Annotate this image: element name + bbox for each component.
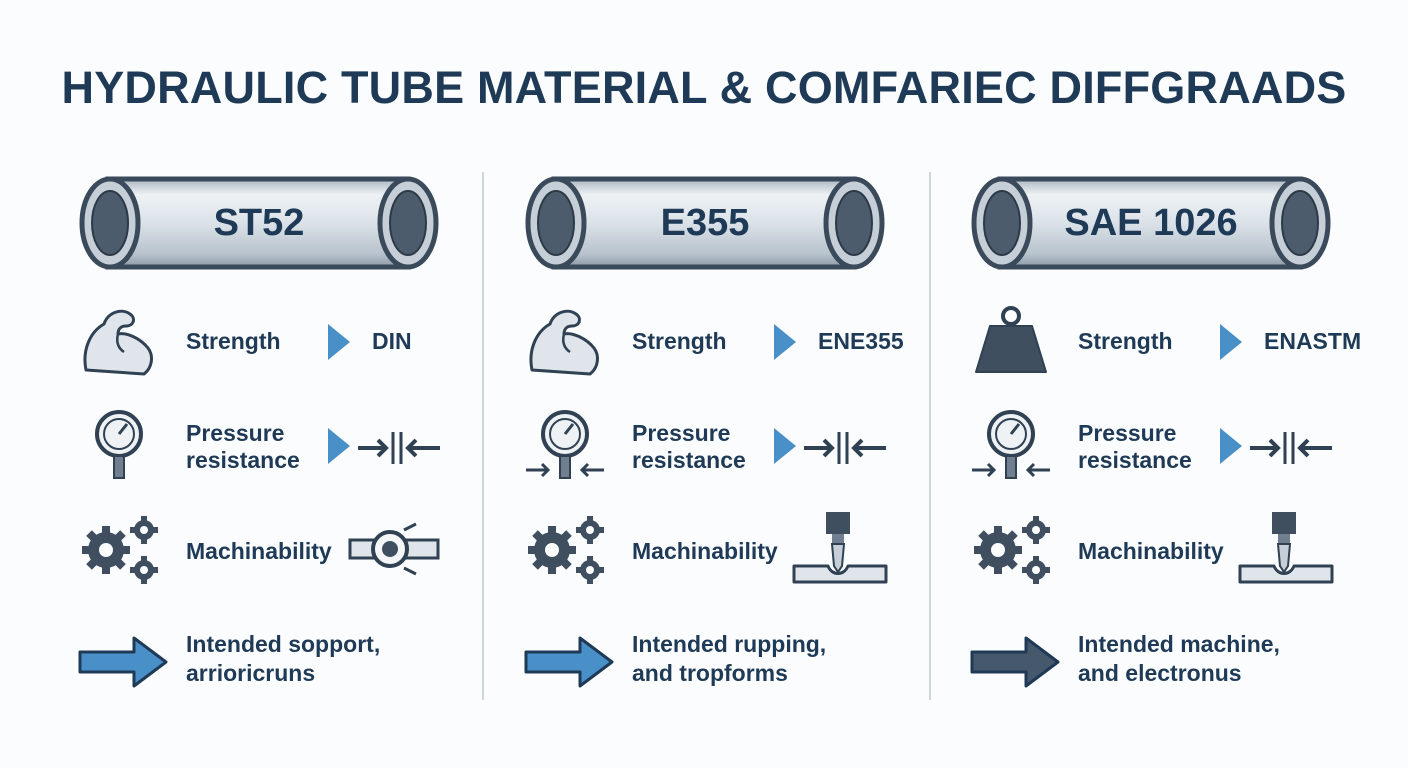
machinability-row: Machinability	[78, 510, 518, 590]
pipe-clamp-icon	[346, 510, 442, 590]
weight-icon	[970, 302, 1052, 382]
pressure-gauge-icon	[526, 410, 604, 479]
drill-bit-icon	[792, 510, 888, 590]
pressure-row: Pressure resistance	[78, 408, 518, 488]
tube-banner: SAE 1026	[970, 176, 1332, 270]
chevron-right-icon	[328, 428, 350, 464]
strength-label: Strength	[1078, 328, 1173, 354]
material-name: SAE 1026	[1064, 201, 1238, 244]
strength-label: Strength	[632, 328, 727, 354]
chevron-right-icon	[1220, 428, 1242, 464]
material-column-1: ST52 Strength DIN Pressure resistance	[78, 0, 518, 768]
strength-label: Strength	[186, 328, 281, 354]
blue-arrow-icon	[78, 634, 170, 690]
strength-row: Strength ENE355	[524, 302, 964, 382]
chevron-right-icon	[1220, 324, 1242, 360]
pressure-row: Pressure resistance	[970, 408, 1408, 488]
strength-row: Strength ENASTM	[970, 302, 1408, 382]
tube-icon	[79, 176, 439, 270]
pressure-label-line1: Pressure	[1078, 420, 1177, 446]
intended-use-line1: Intended rupping,	[632, 631, 827, 657]
intended-use-row: Intended machine, and electronus	[970, 630, 1408, 710]
machinability-row: Machinability	[970, 510, 1408, 590]
compression-arrows-icon	[358, 432, 440, 464]
machinability-label: Machinability	[186, 538, 332, 564]
pressure-label-line2: resistance	[632, 447, 746, 473]
flexed-arm-icon	[524, 302, 606, 382]
pressure-row: Pressure resistance	[524, 408, 964, 488]
intended-use-row: Intended rupping, and tropforms	[524, 630, 964, 710]
tube-icon	[525, 176, 885, 270]
strength-row: Strength DIN	[78, 302, 518, 382]
pressure-gauge-icon	[972, 410, 1050, 479]
machinability-label: Machinability	[632, 538, 778, 564]
machinability-row: Machinability	[524, 510, 964, 590]
chevron-right-icon	[328, 324, 350, 360]
pressure-label-line1: Pressure	[186, 420, 285, 446]
flexed-arm-icon	[78, 302, 160, 382]
blue-arrow-icon	[524, 634, 616, 690]
chevron-right-icon	[774, 324, 796, 360]
column-divider-2	[929, 172, 931, 700]
column-divider-1	[482, 172, 484, 700]
intended-use-line1: Intended sopport,	[186, 631, 381, 657]
pressure-gauge-icon	[95, 410, 143, 479]
dark-arrow-icon	[970, 634, 1062, 690]
tube-banner: ST52	[78, 176, 440, 270]
tube-banner: E355	[524, 176, 886, 270]
intended-use-line2: and electronus	[1078, 660, 1242, 686]
intended-use-row: Intended sopport, arrioricruns	[78, 630, 518, 710]
gears-icon	[974, 516, 1050, 584]
strength-standard: ENASTM	[1264, 328, 1362, 354]
material-name: E355	[660, 201, 750, 244]
compression-arrows-icon	[1250, 432, 1332, 464]
pressure-label-line2: resistance	[186, 447, 300, 473]
strength-standard: ENE355	[818, 328, 904, 354]
material-column-2: E355 Strength ENE355 Pressure resistance	[524, 0, 964, 768]
gears-icon	[82, 516, 158, 584]
material-column-3: SAE 1026 Strength ENASTM Pressure resist…	[970, 0, 1408, 768]
intended-use-line2: arrioricruns	[186, 660, 316, 686]
page-title: HYDRAULIC TUBE MATERIAL & COMFARIEC DIFF…	[61, 62, 1347, 113]
intended-use-line1: Intended machine,	[1078, 631, 1280, 657]
pressure-label-line2: resistance	[1078, 447, 1192, 473]
strength-standard: DIN	[372, 328, 412, 354]
tube-icon	[971, 176, 1331, 270]
compression-arrows-icon	[804, 432, 886, 464]
chevron-right-icon	[774, 428, 796, 464]
machinability-label: Machinability	[1078, 538, 1224, 564]
gears-icon	[528, 516, 604, 584]
material-name: ST52	[213, 201, 305, 244]
drill-bit-icon	[1238, 510, 1334, 590]
pressure-label-line1: Pressure	[632, 420, 731, 446]
intended-use-line2: and tropforms	[632, 660, 788, 686]
